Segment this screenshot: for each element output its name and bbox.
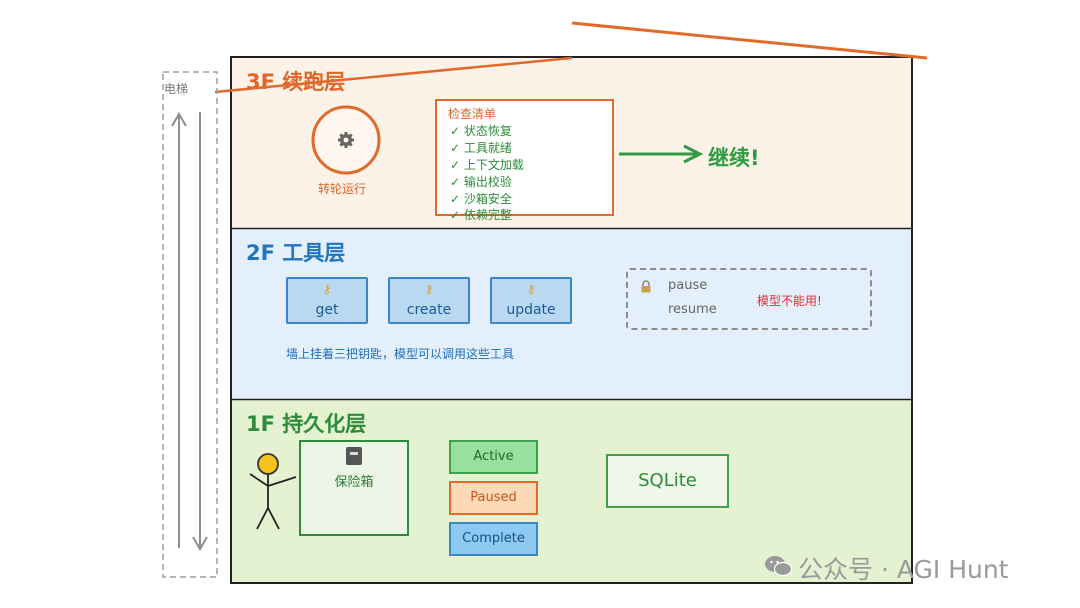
floor-1f-title: 1F 持久化层 (246, 412, 367, 436)
checklist-item: ✓ 工具就绪 (450, 141, 512, 155)
file-cabinet-icon (346, 447, 362, 465)
watermark-text: 公众号 · AGI Hunt (798, 555, 1009, 584)
roof-line-left (214, 56, 573, 94)
continue-label: 继续! (708, 146, 760, 170)
key-icon: ⚷ (424, 282, 434, 296)
roof-line-right (571, 21, 928, 60)
state-paused: Paused (449, 481, 538, 515)
safe-box: 保险箱 (299, 440, 409, 536)
person-figure (249, 453, 297, 530)
checklist-box (435, 99, 614, 216)
tool-update-button[interactable]: ⚷ update (490, 277, 572, 324)
state-complete: Complete (449, 522, 538, 556)
safe-label: 保险箱 (334, 475, 374, 490)
elevator-label: 电梯 (164, 82, 189, 96)
tool-create-button[interactable]: ⚷ create (388, 277, 470, 324)
checklist-title: 检查清单 (448, 107, 497, 121)
tool-get-button[interactable]: ⚷ get (286, 277, 368, 324)
model-disabled-warning: 模型不能用! (757, 294, 822, 308)
sqlite-box: SQLite (606, 454, 729, 508)
wechat-icon (765, 556, 792, 577)
locked-tool-resume: resume (668, 302, 717, 317)
lock-icon (641, 280, 651, 293)
checklist-item: ✓ 沙箱安全 (450, 192, 512, 206)
elevator-shaft (162, 71, 218, 578)
checklist-item: ✓ 状态恢复 (450, 124, 512, 138)
state-active: Active (449, 440, 538, 474)
locked-tools-box: pause resume (626, 268, 872, 330)
key-icon: ⚷ (322, 282, 332, 296)
tool-get-label: get (315, 302, 339, 318)
wheel-label: 转轮运行 (318, 182, 367, 196)
locked-tool-pause: pause (668, 278, 708, 293)
floor-2f-title: 2F 工具层 (246, 241, 346, 265)
tool-create-label: create (406, 302, 452, 318)
checklist-item: ✓ 上下文加载 (450, 158, 524, 172)
checklist-item: ✓ 依赖完整 (450, 208, 512, 222)
tool-update-label: update (506, 302, 556, 318)
key-icon: ⚷ (526, 282, 536, 296)
checklist-item: ✓ 输出校验 (450, 175, 512, 189)
tools-note: 墙上挂着三把钥匙，模型可以调用这些工具 (286, 347, 515, 361)
gear-icon (338, 132, 354, 148)
